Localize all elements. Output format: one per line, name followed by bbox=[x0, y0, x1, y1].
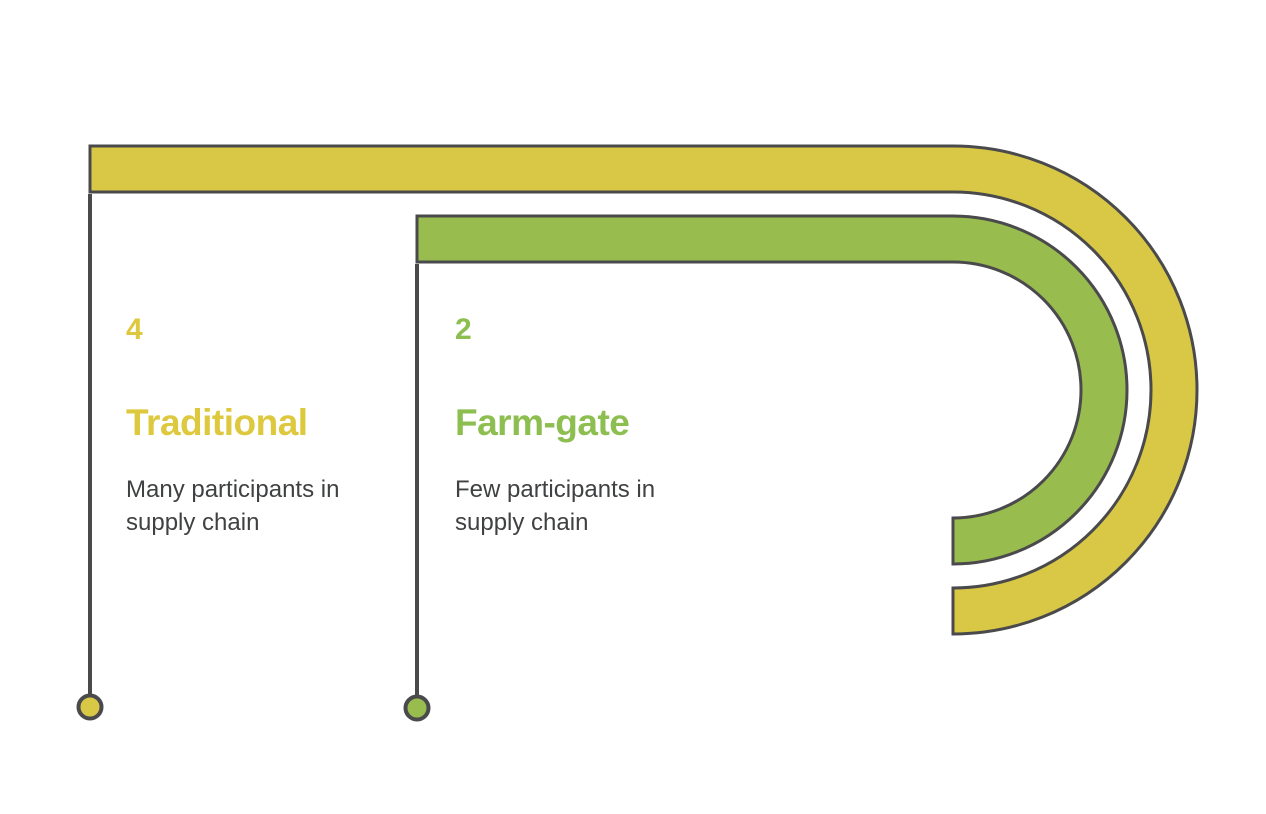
dot-traditional bbox=[76, 693, 104, 721]
item-number: 4 bbox=[126, 313, 143, 346]
item-title: Traditional bbox=[126, 402, 308, 443]
item-description: Few participants in supply chain bbox=[455, 476, 656, 536]
item-number: 2 bbox=[455, 313, 472, 346]
ribbon-traditional bbox=[88, 144, 1199, 636]
dot-farm-gate bbox=[403, 694, 431, 722]
item-description: Many participants in supply chain bbox=[126, 476, 340, 536]
item-title: Farm-gate bbox=[455, 402, 630, 443]
ribbon-farm-gate bbox=[415, 214, 1129, 566]
